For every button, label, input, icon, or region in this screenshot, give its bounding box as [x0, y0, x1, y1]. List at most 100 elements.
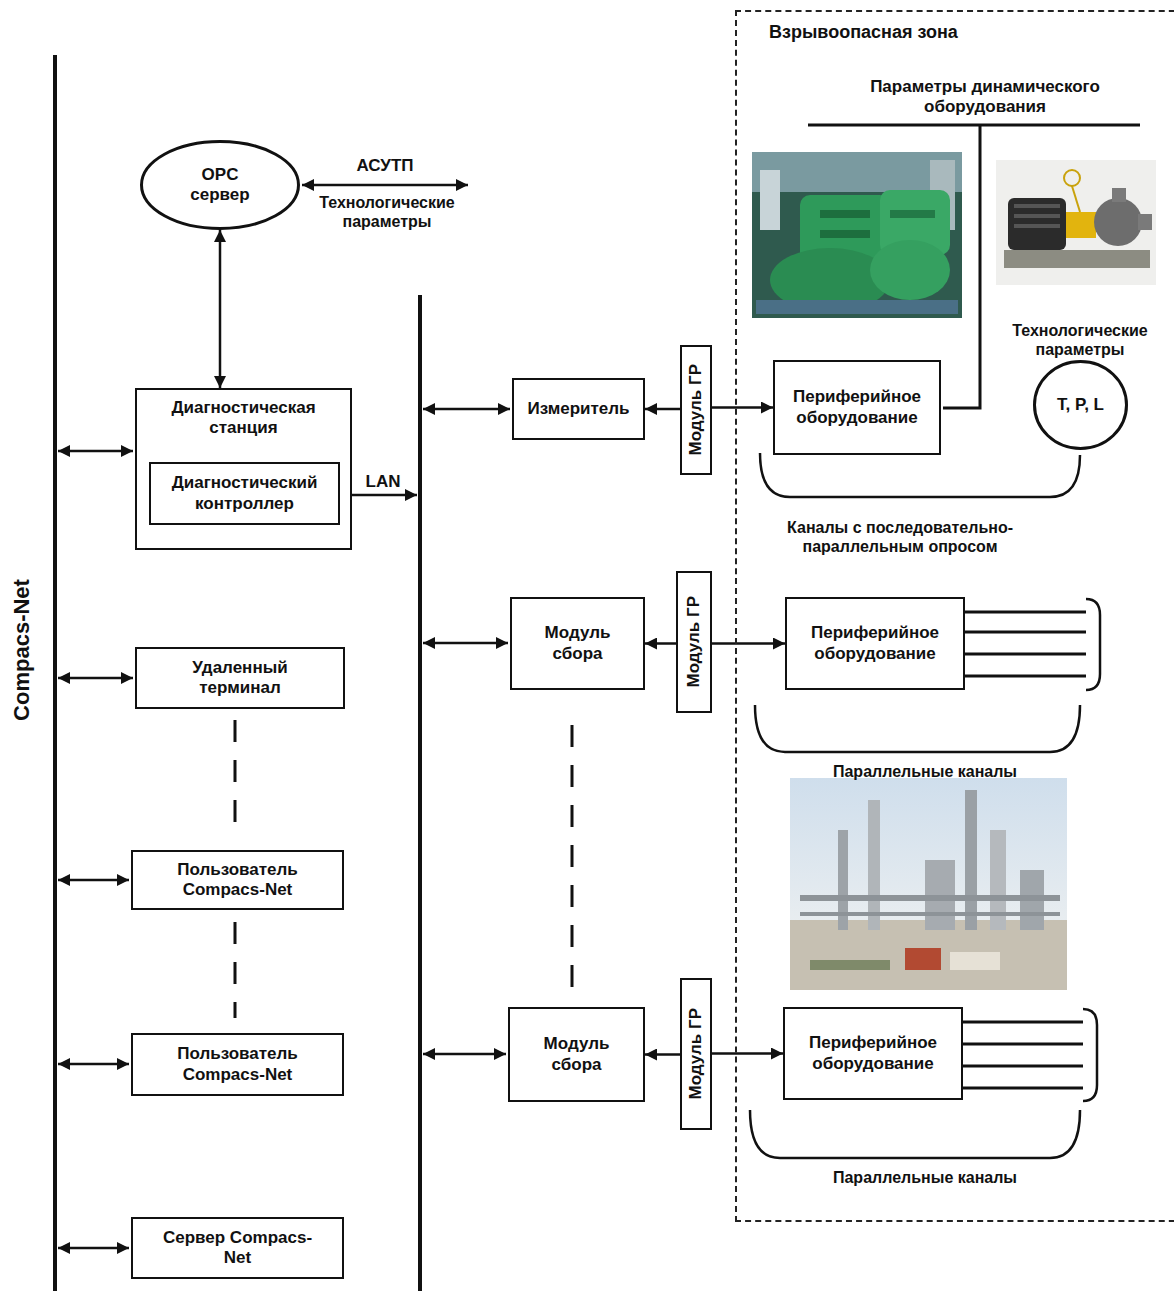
node-text: Модуль ГР: [686, 1008, 706, 1100]
peripheral-box: Периферийное оборудование: [783, 1007, 963, 1100]
pump-photo: [1112, 188, 1126, 202]
ellipse-outline: [1035, 362, 1127, 449]
node-text: Удаленный терминал: [165, 658, 315, 699]
bus-name: Compacs-Net: [9, 579, 35, 721]
node-text: Периферийное оборудование: [800, 623, 950, 664]
machinery-photo: [752, 152, 962, 318]
node-text: Пользователь Compacs-Net: [163, 860, 313, 901]
bracket: [750, 453, 1100, 1158]
continuation-dash: [234, 720, 237, 830]
annotation-label: Технологические параметры: [302, 193, 472, 231]
bus-line: [53, 55, 57, 1291]
connector: [712, 406, 773, 409]
refinery-photo: [810, 960, 890, 970]
refinery-photo: [800, 912, 1060, 916]
node-text: OPC сервер: [180, 165, 260, 206]
gr-module: Модуль ГР: [680, 978, 712, 1130]
connector: [645, 1053, 680, 1056]
connector: [645, 408, 680, 411]
server-ellipse: OPC сервер: [140, 140, 300, 230]
refinery-photo: [965, 790, 977, 930]
bracket: [750, 1110, 1080, 1158]
bus-arrow: [423, 642, 508, 645]
signal-wire: [943, 125, 980, 408]
pump-photo: [1014, 214, 1060, 218]
pump-photo: [1072, 186, 1080, 212]
annotation-label: LAN: [366, 472, 401, 492]
user-box: Пользователь Compacs-Net: [131, 1033, 344, 1096]
bus-line: [418, 295, 422, 1291]
node-text: Сервер Compacs-Net: [163, 1228, 313, 1269]
machinery-photo: [752, 152, 962, 318]
refinery-photo: [790, 920, 1067, 990]
bus-arrow: [58, 450, 133, 453]
signal-wire: [963, 1022, 1083, 1088]
hazard-zone: Взрывоопасная зонаПериферийное оборудова…: [735, 10, 1174, 1222]
node-text: Модуль ГР: [684, 596, 704, 688]
ellipse-outline: [142, 142, 299, 229]
machinery-photo: [820, 210, 870, 218]
node-text: Модуль ГР: [686, 364, 706, 456]
machinery-photo: [820, 230, 870, 238]
node-text: Периферийное оборудование: [798, 1033, 948, 1074]
annotation-label: Параллельные каналы: [833, 762, 1017, 781]
pump-photo: [1014, 224, 1060, 228]
annotation-label: Параметры динамического оборудования: [835, 77, 1135, 118]
node-text: T, P, L: [1057, 395, 1104, 415]
bus-arrow: [58, 185, 510, 1248]
signal-wire: [965, 612, 1086, 676]
node-text: Периферийное оборудование: [782, 387, 932, 428]
node-text: Измеритель: [527, 399, 629, 419]
bracket: [755, 705, 1080, 752]
node-text: Диагностическая станция: [149, 398, 339, 439]
bracket: [760, 453, 1080, 497]
bus-arrow: [302, 184, 468, 187]
refinery-photo: [800, 895, 1060, 901]
node-text: Пользователь Compacs-Net: [163, 1044, 313, 1085]
gr-module: Модуль ГР: [680, 345, 712, 475]
gr-module: Модуль ГР: [676, 571, 712, 713]
refinery-photo: [905, 948, 941, 970]
pump-photo: [1064, 170, 1080, 186]
refinery-photo: [868, 800, 880, 930]
node-text: Модуль сбора: [532, 1034, 622, 1075]
connector: [219, 230, 222, 388]
continuation-dash: [571, 725, 574, 990]
continuation-dash: [234, 922, 237, 1018]
machinery-photo: [760, 170, 780, 230]
controller-box: Диагностический контроллер: [149, 462, 340, 525]
pump-photo: [996, 160, 1156, 285]
machinery-photo: [870, 240, 950, 300]
bus-arrow: [58, 1247, 129, 1250]
bus-arrow: [58, 879, 129, 882]
signal-wire: [808, 124, 1140, 127]
refinery-photo: [790, 778, 1067, 990]
bracket: [1086, 599, 1100, 690]
collector-box: Модуль сбора: [508, 1007, 645, 1102]
user-box: Пользователь Compacs-Net: [131, 850, 344, 910]
machinery-photo: [890, 210, 935, 218]
annotation-label: АСУТП: [356, 156, 413, 176]
pump-photo: [1014, 204, 1060, 208]
bus-arrow: [423, 1053, 506, 1056]
pump-photo: [1066, 212, 1096, 238]
bus-arrow: [58, 677, 133, 680]
bus-arrow: [58, 1063, 129, 1066]
meter-box: Измеритель: [512, 378, 645, 440]
node-text: Взрывоопасная зона: [769, 22, 958, 44]
pump-photo: [1138, 214, 1152, 230]
machinery-photo: [756, 300, 958, 314]
connector: [645, 642, 676, 645]
sensor-circle: T, P, L: [1033, 360, 1128, 450]
pump-photo: [1008, 198, 1066, 250]
refinery-photo: [790, 778, 1067, 990]
connector: [712, 1052, 783, 1055]
collector-box: Модуль сбора: [510, 597, 645, 690]
annotation-label: Каналы с последовательно-параллельным оп…: [760, 518, 1040, 556]
bus-arrow: [423, 408, 510, 411]
annotation-label: Параллельные каналы: [833, 1168, 1017, 1187]
bracket: [1083, 1009, 1097, 1101]
node-text: Модуль сбора: [533, 623, 623, 664]
node-text: Диагностический контроллер: [159, 473, 331, 514]
